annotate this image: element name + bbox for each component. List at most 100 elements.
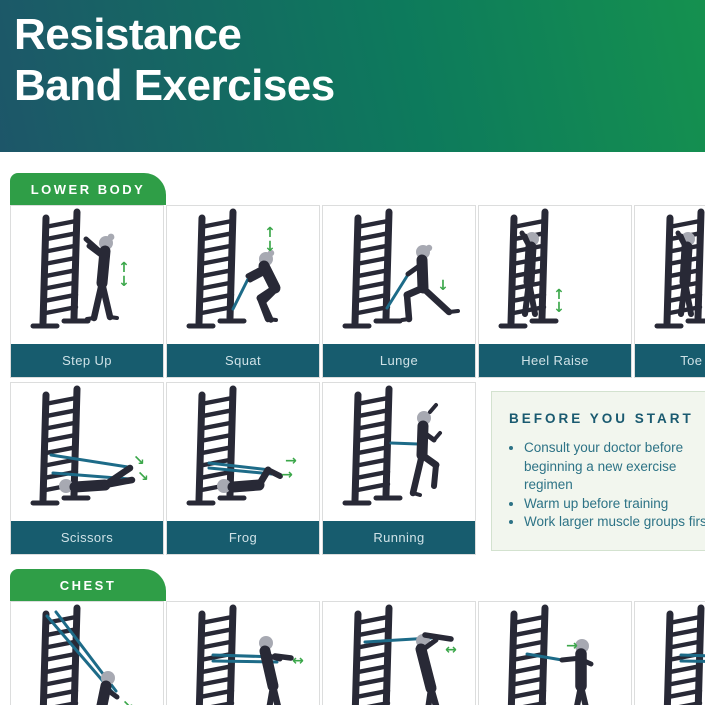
exercise-card: ↔ xyxy=(166,601,320,705)
arrow-down-icon: ↓ xyxy=(264,239,276,255)
figure-head xyxy=(59,479,73,493)
card-row: ↘ ↔ ↔ → ↔ xyxy=(10,601,705,705)
figure-icon: ↑↓ xyxy=(231,225,281,323)
figure-icon: → xyxy=(525,638,594,705)
resistance-band-icon xyxy=(231,275,251,311)
chest-press-illustration: ↔ xyxy=(195,604,304,705)
chest-crossover-figure: ↘ xyxy=(11,602,163,705)
exercise-card: ↑↓ Squat xyxy=(166,205,320,378)
resistance-band-icon xyxy=(679,653,705,658)
arrow-left-right-icon: ↔ xyxy=(292,653,304,669)
exercise-card: ↔ xyxy=(634,601,705,705)
before-you-start-item: Warm up before training xyxy=(524,495,705,514)
resistance-band-icon xyxy=(525,652,564,662)
arrow-down-right-icon: ↘ xyxy=(122,698,134,705)
arrow-left-right-icon: ↔ xyxy=(445,642,457,658)
before-you-start-box: BEFORE YOU START Consult your doctor befo… xyxy=(491,391,705,551)
wall-bars-icon xyxy=(186,385,247,506)
exercise-card: Running xyxy=(322,382,476,555)
running-figure xyxy=(323,383,475,521)
arrow-down-icon: ↓ xyxy=(118,274,130,290)
arrow-down-icon: ↓ xyxy=(553,300,565,316)
wall-bars-icon xyxy=(195,604,237,705)
wall-bars-icon xyxy=(342,385,403,506)
arrow-down-icon: ↓ xyxy=(437,278,449,294)
heel-raise-illustration: ↑↓ xyxy=(498,208,565,329)
wall-bars-icon xyxy=(186,208,247,329)
arrow-right-icon: → xyxy=(566,638,578,654)
arrow-up-icon: ↑ xyxy=(264,225,276,241)
squat-illustration: ↑↓ xyxy=(186,208,281,329)
exercise-card: → xyxy=(478,601,632,705)
arrow-up-icon: ↑ xyxy=(553,287,565,303)
figure-icon: →→ xyxy=(207,453,297,493)
toe-raise-figure: ↑↓ xyxy=(635,206,705,344)
figure-icon xyxy=(389,403,442,497)
wall-bars-icon xyxy=(342,208,403,329)
step-up-figure: ↑↓ xyxy=(11,206,163,344)
exercise-card: ↑↓ Step Up xyxy=(10,205,164,378)
wall-bars-icon xyxy=(30,208,91,329)
figure-icon: ↔ xyxy=(679,653,705,663)
exercise-card: ↑↓ Heel Raise xyxy=(478,205,632,378)
running-illustration xyxy=(342,385,442,506)
arrow-right-icon: → xyxy=(281,467,293,483)
exercise-label: Toe Raise xyxy=(635,344,705,377)
exercise-card: ↓ Lunge xyxy=(322,205,476,378)
before-you-start-item: Work larger muscle groups first xyxy=(524,513,705,532)
figure-icon: ↘↘ xyxy=(49,453,149,493)
step-up-illustration: ↑↓ xyxy=(30,208,130,329)
chest-press-high-illustration: ↔ xyxy=(351,604,457,705)
exercise-card: ↔ xyxy=(322,601,476,705)
arrow-down-right-icon: ↘ xyxy=(133,453,145,469)
exercise-label: Squat xyxy=(167,344,319,377)
resistance-band-icon xyxy=(49,453,130,469)
wall-bars-icon xyxy=(654,208,705,329)
section-badge: LOWER BODY xyxy=(10,173,166,205)
exercise-label: Step Up xyxy=(11,344,163,377)
figure-icon: ↑↓ xyxy=(83,233,130,322)
heel-raise-figure: ↑↓ xyxy=(479,206,631,344)
card-row: ↑↓Step Up↑↓Squat↓Lunge↑↓Heel Raise↑↓Toe … xyxy=(10,205,705,378)
chest-press-illustration: ↔ xyxy=(663,604,705,705)
lunge-figure: ↓ xyxy=(323,206,475,344)
resistance-band-icon xyxy=(679,659,705,663)
exercise-card: →→ Frog xyxy=(166,382,320,555)
figure-icon: ↘ xyxy=(45,610,134,705)
squat-figure: ↑↓ xyxy=(167,206,319,344)
arrow-right-icon: → xyxy=(285,453,297,469)
frog-illustration: →→ xyxy=(186,385,297,506)
exercise-section: LOWER BODY↑↓Step Up↑↓Squat↓Lunge↑↓Heel R… xyxy=(10,173,705,555)
wall-bars-icon xyxy=(351,604,393,705)
toe-raise-illustration: ↑↓ xyxy=(654,208,705,329)
before-you-start-list: Consult your doctor before beginning a n… xyxy=(509,439,705,532)
exercise-label: Frog xyxy=(167,521,319,554)
figure-head xyxy=(217,479,231,493)
exercise-label: Lunge xyxy=(323,344,475,377)
chest-press-figure: ↔ xyxy=(635,602,705,705)
figure-icon: ↔ xyxy=(363,632,457,705)
section-badge: CHEST xyxy=(10,569,166,601)
before-you-start-title: BEFORE YOU START xyxy=(509,411,694,426)
arrow-down-right-icon: ↘ xyxy=(137,469,149,485)
figure-icon: ↑↓ xyxy=(675,230,695,317)
exercise-card: ↘ xyxy=(10,601,164,705)
chest-press-high-figure: ↔ xyxy=(323,602,475,705)
poster-title-line-2: Band Exercises xyxy=(14,61,335,110)
exercise-section: CHEST ↘ ↔ ↔ → ↔ xyxy=(10,569,705,705)
resistance-band-icon xyxy=(207,461,272,472)
resistance-band-icon xyxy=(389,441,420,446)
chest-fly-illustration: → xyxy=(507,604,594,705)
chest-fly-figure: → xyxy=(479,602,631,705)
chest-press-figure: ↔ xyxy=(167,602,319,705)
wall-bars-icon xyxy=(663,604,705,705)
exercise-label: Scissors xyxy=(11,521,163,554)
scissors-illustration: ↘↘ xyxy=(30,385,149,506)
arrow-up-icon: ↑ xyxy=(118,260,130,276)
exercise-card: ↑↓ Toe Raise xyxy=(634,205,705,378)
resistance-band-icon xyxy=(207,466,274,476)
exercise-label: Heel Raise xyxy=(479,344,631,377)
